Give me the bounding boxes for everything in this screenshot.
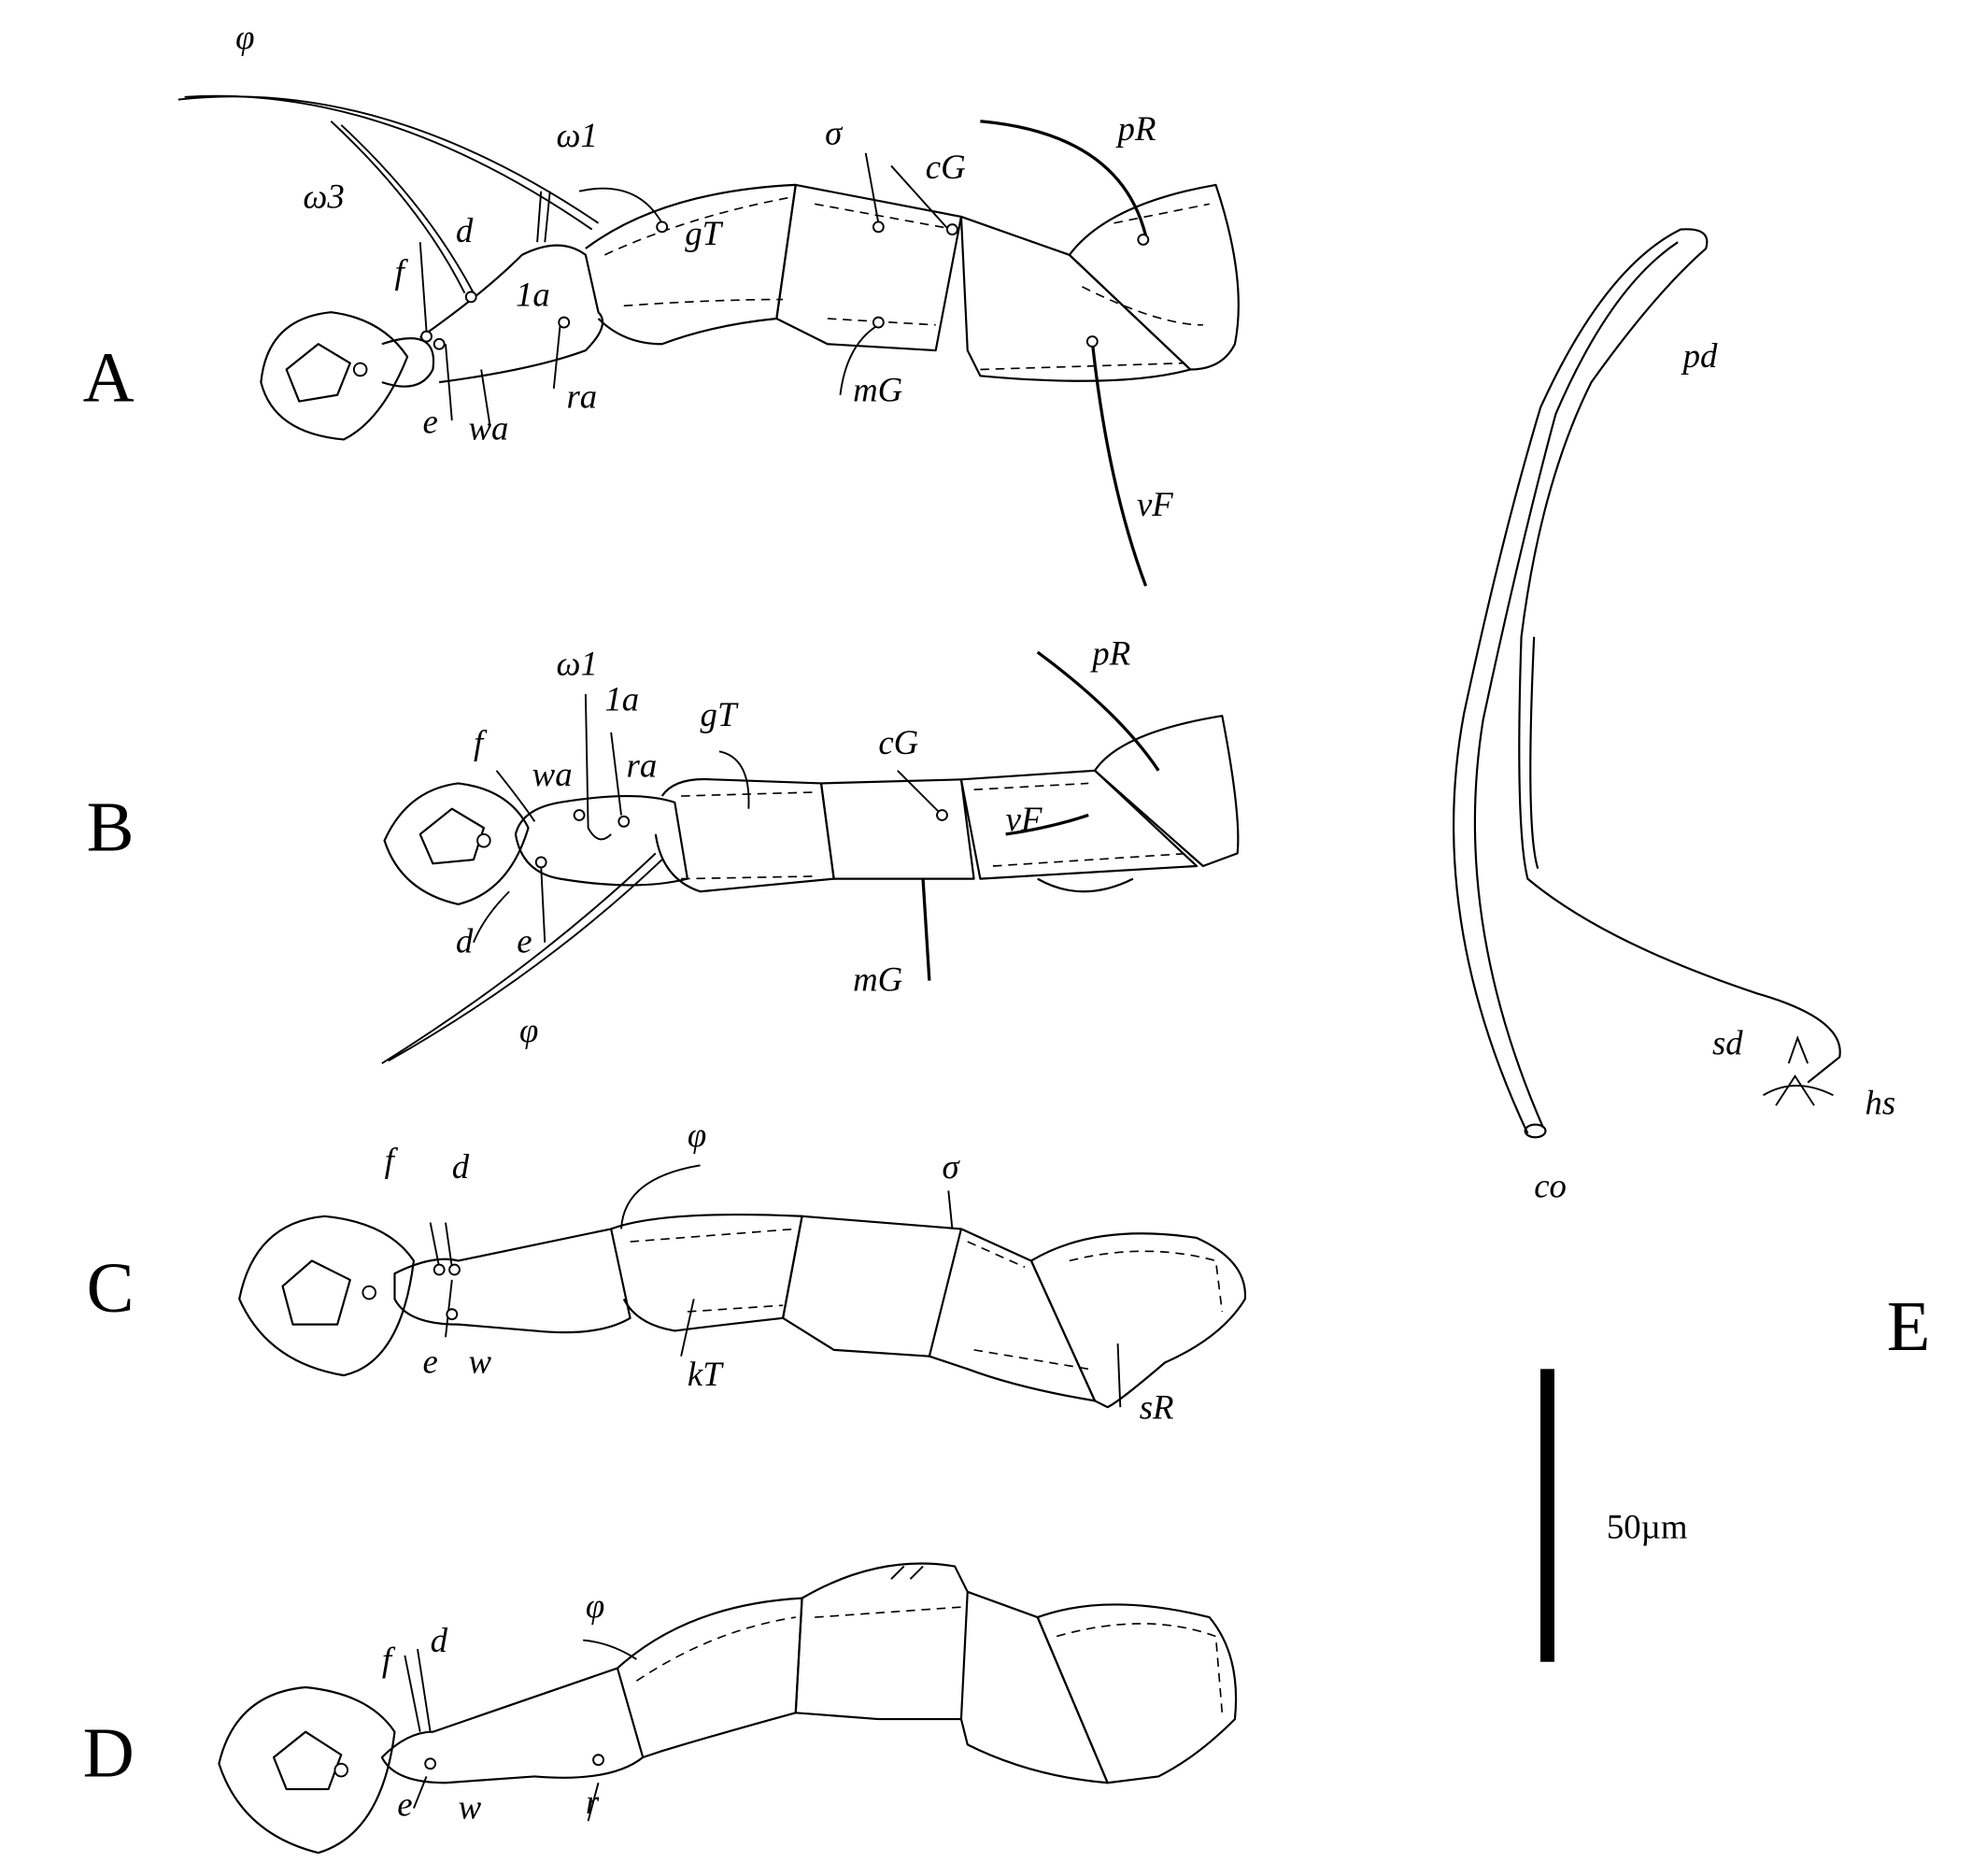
seta-label: φ — [235, 18, 254, 56]
seta-label: cG — [926, 148, 966, 186]
seta-label: 1a — [516, 275, 550, 313]
seta-label: wa — [469, 408, 509, 447]
seta-label: ω1 — [557, 645, 598, 683]
panel-b-leg — [381, 650, 1240, 1065]
seta-label: e — [397, 1785, 412, 1824]
panel-label-d: D — [83, 1713, 135, 1792]
seta-label: vF — [1006, 800, 1043, 838]
panel-e-labels: pd sd hs co — [1534, 336, 1895, 1205]
scale-bar-label: 50µm — [1607, 1508, 1688, 1546]
panel-label-b: B — [87, 788, 135, 867]
seta-label: e — [422, 1342, 437, 1380]
seta-label: ra — [627, 746, 658, 785]
seta-label: vF — [1137, 485, 1173, 523]
duct-label: sd — [1712, 1024, 1743, 1062]
seta-label: φ — [688, 1116, 706, 1154]
duct-label: pd — [1681, 336, 1718, 375]
panel-d-leg — [218, 1562, 1238, 1855]
seta-label: pR — [1089, 634, 1130, 673]
seta-label: gT — [701, 695, 739, 733]
seta-label: d — [452, 1147, 470, 1186]
seta-label: kT — [688, 1355, 724, 1393]
seta-label: 1a — [604, 680, 639, 718]
duct-label: hs — [1865, 1084, 1896, 1122]
seta-label: ω1 — [557, 116, 598, 154]
seta-label: φ — [586, 1586, 604, 1625]
seta-label: mG — [853, 371, 902, 409]
panel-d-labels: f d φ e w r — [382, 1586, 604, 1826]
seta-label: σ — [942, 1147, 960, 1186]
seta-label: wa — [532, 755, 573, 793]
seta-label: σ — [825, 113, 844, 151]
seta-label: f — [394, 252, 408, 291]
seta-label: e — [422, 403, 437, 441]
seta-label: mG — [853, 960, 902, 999]
seta-label: w — [459, 1787, 482, 1826]
panel-e-duct — [1453, 228, 1841, 1139]
seta-label: ω3 — [303, 177, 344, 215]
seta-label: f — [474, 723, 488, 761]
seta-label: e — [517, 922, 532, 960]
seta-label: sR — [1140, 1387, 1174, 1426]
seta-label: ra — [566, 377, 597, 415]
panel-label-e: E — [1887, 1286, 1931, 1366]
seta-label: f — [385, 1141, 399, 1179]
seta-label: w — [469, 1342, 492, 1380]
seta-label: pR — [1115, 109, 1156, 148]
scale-bar — [1540, 1369, 1555, 1662]
seta-label: f — [382, 1640, 396, 1678]
seta-label: d — [456, 211, 474, 249]
seta-label: d — [431, 1621, 448, 1659]
panel-label-a: A — [83, 338, 135, 418]
seta-label: φ — [519, 1011, 538, 1049]
seta-label: d — [456, 922, 474, 960]
seta-label: gT — [685, 214, 723, 252]
panel-a-labels: φ ω3 d f 1a e wa ra ω1 gT σ cG pR mG vF — [235, 18, 1173, 523]
panel-a-leg — [177, 94, 1240, 587]
seta-label: cG — [878, 723, 918, 761]
panel-c-labels: f d φ σ e w kT sR — [385, 1116, 1174, 1427]
panel-c-leg — [238, 1164, 1246, 1409]
panel-b-labels: ω1 1a gT f wa ra cG pR vF d e mG φ — [456, 634, 1130, 1049]
seta-label: r — [586, 1783, 600, 1821]
duct-label: co — [1534, 1166, 1567, 1204]
panel-label-c: C — [87, 1248, 135, 1328]
